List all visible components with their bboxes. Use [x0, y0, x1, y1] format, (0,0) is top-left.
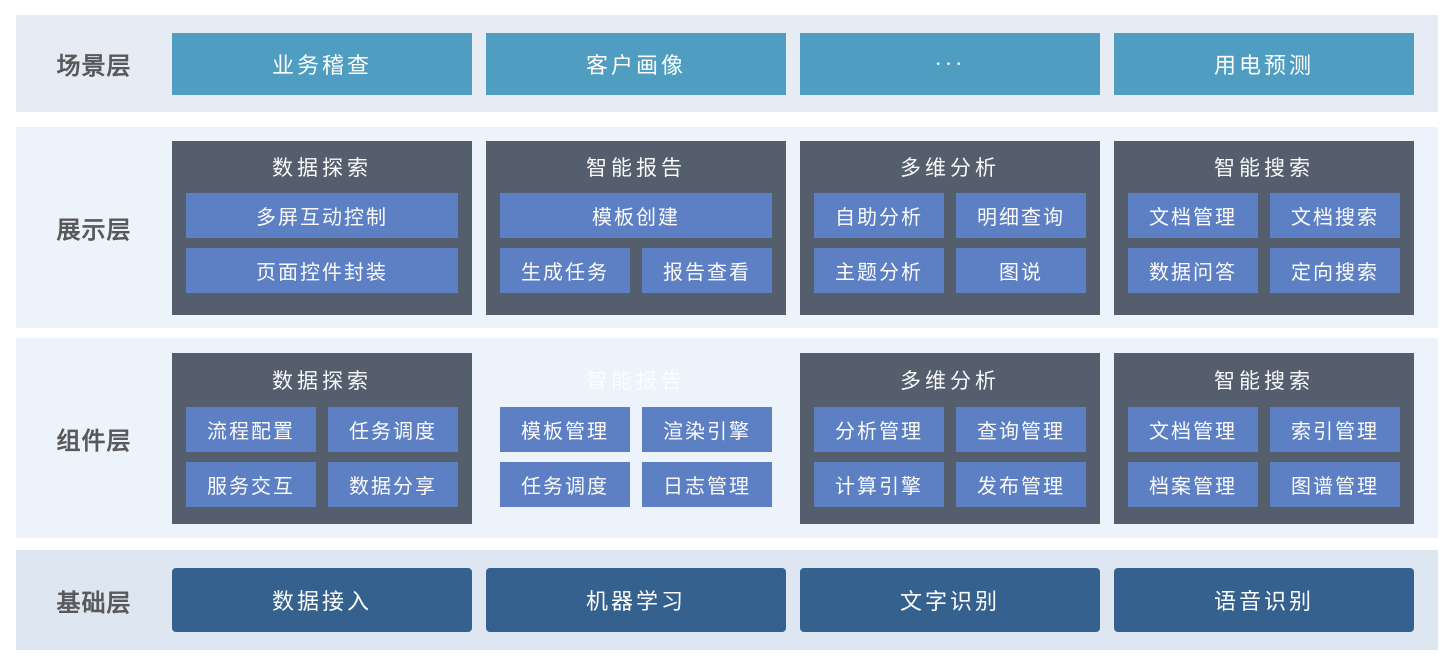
diagram-block: 页面控件封装 — [186, 247, 458, 293]
group-title: 多维分析 — [900, 368, 1000, 393]
diagram-block: 任务调度 — [500, 461, 630, 507]
diagram-block: 渲染引擎 — [642, 406, 772, 452]
component-layer-band: 组件层 数据探索 流程配置 任务调度 服务交互 数据分享 智能报告 模板管理 渲… — [16, 338, 1438, 538]
diagram-block: 多屏互动控制 — [186, 192, 458, 238]
base-block-speech-recognition: 语音识别 — [1114, 568, 1414, 632]
group-body: 文档管理 文档搜索 数据问答 定向搜索 — [1114, 192, 1414, 315]
group-body: 分析管理 查询管理 计算引擎 发布管理 — [800, 406, 1100, 524]
group-title: 数据探索 — [272, 368, 372, 393]
scenario-block-business-audit: 业务稽查 — [172, 32, 472, 95]
scenario-block-ellipsis: ··· — [800, 32, 1100, 95]
group-title: 智能搜索 — [1214, 368, 1314, 393]
diagram-block: 任务调度 — [328, 406, 458, 452]
group-title: 智能搜索 — [1214, 155, 1314, 180]
group-body: 流程配置 任务调度 服务交互 数据分享 — [172, 406, 472, 524]
diagram-block: 日志管理 — [642, 461, 772, 507]
diagram-block: 主题分析 — [814, 247, 944, 293]
diagram-block: 查询管理 — [956, 406, 1086, 452]
diagram-block: 服务交互 — [186, 461, 316, 507]
diagram-block: 计算引擎 — [814, 461, 944, 507]
diagram-block: 分析管理 — [814, 406, 944, 452]
diagram-block: 数据分享 — [328, 461, 458, 507]
component-group-multi-dim-analysis: 多维分析 分析管理 查询管理 计算引擎 发布管理 — [800, 352, 1100, 524]
base-block-ocr: 文字识别 — [800, 568, 1100, 632]
display-group-data-explore: 数据探索 多屏互动控制 页面控件封装 — [172, 140, 472, 315]
layer-label-component: 组件层 — [56, 427, 132, 455]
group-body: 文档管理 索引管理 档案管理 图谱管理 — [1114, 406, 1414, 524]
group-body: 多屏互动控制 页面控件封装 — [172, 192, 472, 315]
group-body: 模板创建 生成任务 报告查看 — [486, 192, 786, 315]
scenario-layer-content: 业务稽查 客户画像 ··· 用电预测 — [172, 32, 1414, 95]
layer-label-base: 基础层 — [56, 589, 132, 617]
diagram-block: 数据问答 — [1128, 247, 1258, 293]
display-layer-content: 数据探索 多屏互动控制 页面控件封装 智能报告 模板创建 生成任务 报告查看 多… — [172, 140, 1414, 315]
group-title: 多维分析 — [900, 155, 1000, 180]
base-layer-content: 数据接入 机器学习 文字识别 语音识别 — [172, 568, 1414, 632]
diagram-block: 定向搜索 — [1270, 247, 1400, 293]
group-body: 模板管理 渲染引擎 任务调度 日志管理 — [486, 406, 786, 524]
diagram-block: 图谱管理 — [1270, 461, 1400, 507]
diagram-block: 文档管理 — [1128, 406, 1258, 452]
base-block-machine-learning: 机器学习 — [486, 568, 786, 632]
scenario-block-power-forecast: 用电预测 — [1114, 32, 1414, 95]
diagram-block: 报告查看 — [642, 247, 772, 293]
group-title: 数据探索 — [272, 155, 372, 180]
display-group-smart-report: 智能报告 模板创建 生成任务 报告查看 — [486, 140, 786, 315]
diagram-block: 档案管理 — [1128, 461, 1258, 507]
component-group-smart-report: 智能报告 模板管理 渲染引擎 任务调度 日志管理 — [486, 353, 786, 524]
display-layer-band: 展示层 数据探索 多屏互动控制 页面控件封装 智能报告 模板创建 生成任务 报告… — [16, 127, 1438, 328]
diagram-block: 模板创建 — [500, 192, 772, 238]
component-group-data-explore: 数据探索 流程配置 任务调度 服务交互 数据分享 — [172, 352, 472, 524]
group-title: 智能报告 — [586, 368, 686, 393]
group-body: 自助分析 明细查询 主题分析 图说 — [800, 192, 1100, 315]
diagram-block: 图说 — [956, 247, 1086, 293]
layer-label-scenario: 场景层 — [56, 53, 132, 80]
base-layer-band: 基础层 数据接入 机器学习 文字识别 语音识别 — [16, 550, 1438, 650]
base-block-data-access: 数据接入 — [172, 568, 472, 632]
component-group-smart-search: 智能搜索 文档管理 索引管理 档案管理 图谱管理 — [1114, 352, 1414, 524]
diagram-block: 生成任务 — [500, 247, 630, 293]
display-group-smart-search: 智能搜索 文档管理 文档搜索 数据问答 定向搜索 — [1114, 140, 1414, 315]
diagram-block: 文档搜索 — [1270, 192, 1400, 238]
scenario-layer-band: 场景层 业务稽查 客户画像 ··· 用电预测 — [16, 15, 1438, 112]
display-group-multi-dim-analysis: 多维分析 自助分析 明细查询 主题分析 图说 — [800, 140, 1100, 315]
scenario-block-customer-profile: 客户画像 — [486, 32, 786, 95]
layer-label-display: 展示层 — [56, 217, 132, 244]
group-title: 智能报告 — [586, 155, 686, 180]
diagram-block: 自助分析 — [814, 192, 944, 238]
diagram-block: 索引管理 — [1270, 406, 1400, 452]
diagram-block: 模板管理 — [500, 406, 630, 452]
diagram-block: 文档管理 — [1128, 192, 1258, 238]
component-layer-content: 数据探索 流程配置 任务调度 服务交互 数据分享 智能报告 模板管理 渲染引擎 — [172, 352, 1414, 524]
diagram-block: 流程配置 — [186, 406, 316, 452]
diagram-block: 明细查询 — [956, 192, 1086, 238]
diagram-block: 发布管理 — [956, 461, 1086, 507]
